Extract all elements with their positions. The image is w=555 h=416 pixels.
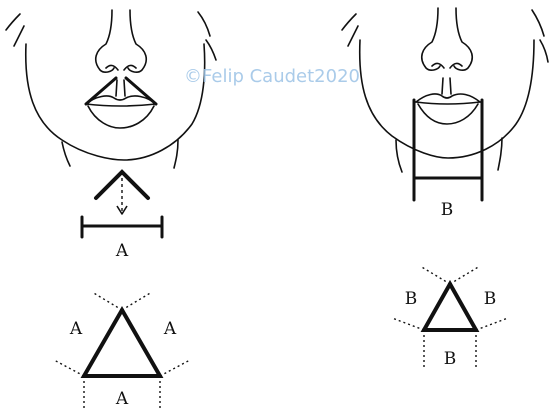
right-triangle-ext-top-left (420, 266, 450, 284)
left-face-hair-right (198, 12, 210, 36)
left-triangle-ext-left-side (54, 360, 84, 376)
right-face-philtrum (442, 78, 451, 94)
left-face-philtrum (116, 80, 125, 96)
right-face-hair-right-2 (540, 40, 548, 62)
left-face-lip-line (86, 104, 156, 106)
left-measure-bar-label: A (115, 241, 129, 261)
left-triangle (84, 310, 160, 376)
left-triangle-label-bottom: A (115, 389, 129, 409)
left-face-lower-lip (88, 106, 154, 128)
left-face-hair-left (6, 14, 20, 30)
left-face-neck-right (174, 140, 178, 168)
right-triangle (424, 284, 476, 330)
right-triangle-ext-top-right (450, 266, 480, 284)
left-triangle-ext-top-right (122, 292, 152, 310)
left-mouth-measure-line-left (86, 78, 116, 104)
left-mouth-measure-line-right (126, 78, 156, 104)
left-face-upper-lip (86, 96, 156, 104)
copyright-watermark: ©Felip Caudet2020 (184, 66, 360, 87)
right-face-hair-right (532, 10, 544, 36)
left-face-nostrils (106, 65, 136, 70)
right-face-jaw-outline (360, 40, 534, 158)
left-face-drawing (6, 10, 216, 168)
right-measure-bar-label: B (441, 200, 454, 220)
right-triangle-label-left: B (405, 289, 418, 309)
right-face-lower-lip (418, 104, 478, 124)
left-face-hair-right-2 (206, 40, 216, 60)
left-triangle-ext-right-side (160, 360, 190, 376)
right-face-lip-line (416, 102, 480, 104)
right-triangle-label-right: B (484, 289, 497, 309)
left-face-nose (96, 10, 147, 72)
left-face-neck-left (62, 142, 70, 166)
left-measure-bar (82, 217, 162, 237)
right-face-hair-left-2 (348, 26, 358, 46)
right-triangle-ext-left-side (392, 318, 424, 330)
right-triangle-ext-right-side (476, 318, 508, 330)
left-triangle-ext-top-left (92, 292, 122, 310)
right-face-neck-left (396, 140, 402, 172)
right-face-nose (422, 8, 473, 70)
right-triangle-label-bottom: B (444, 349, 457, 369)
left-triangle-label-right: A (163, 319, 177, 339)
left-face-hair-left-2 (14, 26, 24, 46)
right-face-drawing (342, 8, 548, 172)
right-face-upper-lip (416, 94, 480, 102)
right-measure-frame (414, 100, 482, 200)
right-face-neck-right (498, 138, 502, 170)
right-face-hair-left (342, 14, 356, 30)
left-angle-indicator (96, 172, 148, 214)
left-triangle-label-left: A (69, 319, 83, 339)
right-face-nostrils (432, 63, 462, 68)
